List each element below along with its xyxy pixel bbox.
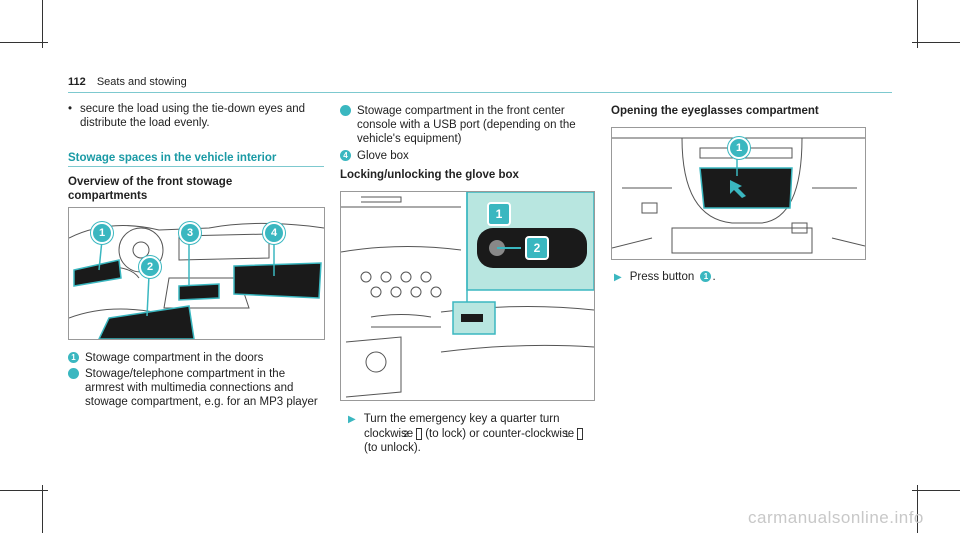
key-lock-symbol: 2 xyxy=(403,428,423,440)
instruction-text: (to lock) or counter-clockwise xyxy=(425,428,575,440)
crop-mark xyxy=(0,42,48,43)
callout-1: 1 xyxy=(728,137,750,159)
legend-number: 3 xyxy=(335,105,351,116)
instruction-text: (to unlock). xyxy=(364,442,421,454)
play-arrow-icon: ▶ xyxy=(348,414,356,425)
glove-box-drawing xyxy=(341,192,594,398)
callout-3: 3 xyxy=(179,222,201,244)
crop-mark xyxy=(0,490,48,491)
eyeglasses-heading: Opening the eyeglasses compartment xyxy=(611,105,819,117)
section-title: Seats and stowing xyxy=(96,76,187,88)
glove-box-illustration: 1 2 xyxy=(340,191,595,401)
watermark: carmanualsonline.info xyxy=(748,508,924,527)
instruction-text: . xyxy=(712,271,716,283)
page-header: 112 Seats and stowing xyxy=(68,76,187,88)
key-unlock-symbol: 1 xyxy=(564,428,584,440)
subheading: Overview of the front stowage compartmen… xyxy=(68,176,233,202)
header-rule xyxy=(68,92,892,93)
interior-illustration: 1 2 3 4 xyxy=(68,207,325,340)
legend-text: Glove box xyxy=(357,150,409,162)
legend-text: Stowage/telephone compartment in the arm… xyxy=(85,368,318,408)
eyeglasses-illustration: 1 xyxy=(611,127,866,260)
legend-item: 1 Stowage compartment in the doors xyxy=(68,351,324,365)
instruction-step: ▶ Turn the emergency key a quarter turn c… xyxy=(348,412,596,455)
play-arrow-icon: ▶ xyxy=(614,272,622,283)
legend-text: Stowage compartment in the doors xyxy=(85,352,264,364)
crop-mark xyxy=(917,0,918,48)
legend-item: 4 Glove box xyxy=(340,149,596,163)
glove-box-heading: Locking/unlocking the glove box xyxy=(340,169,519,181)
legend-number: 1 xyxy=(68,352,79,363)
instruction-text: Turn the emergency key a quarter turn cl… xyxy=(363,413,560,440)
instruction-text: Press button xyxy=(629,271,695,283)
callout-1: 1 xyxy=(487,202,511,226)
crop-mark xyxy=(42,485,43,533)
legend-number: 2 xyxy=(63,368,79,379)
callout-4: 4 xyxy=(263,222,285,244)
legend-item: 2 Stowage/telephone compartment in the ar… xyxy=(63,367,324,409)
section-rule xyxy=(68,166,324,167)
interior-drawing xyxy=(69,222,324,339)
legend-number: 4 xyxy=(340,150,351,161)
crop-mark xyxy=(917,485,918,533)
page-number: 112 xyxy=(68,76,86,88)
callout-2: 2 xyxy=(139,256,161,278)
crop-mark xyxy=(912,42,960,43)
callout-2: 2 xyxy=(525,236,549,260)
legend-item: 3 Stowage compartment in the front center… xyxy=(335,104,596,146)
legend-text: Stowage compartment in the front center … xyxy=(357,105,576,145)
bullet-item: secure the load using the tie-down eyes … xyxy=(68,102,320,130)
button-number: 1 xyxy=(700,271,712,282)
crop-mark xyxy=(912,490,960,491)
section-heading: Stowage spaces in the vehicle interior xyxy=(68,152,277,164)
crop-mark xyxy=(42,0,43,48)
instruction-step: ▶ Press button 1. xyxy=(614,270,864,285)
callout-1: 1 xyxy=(91,222,113,244)
